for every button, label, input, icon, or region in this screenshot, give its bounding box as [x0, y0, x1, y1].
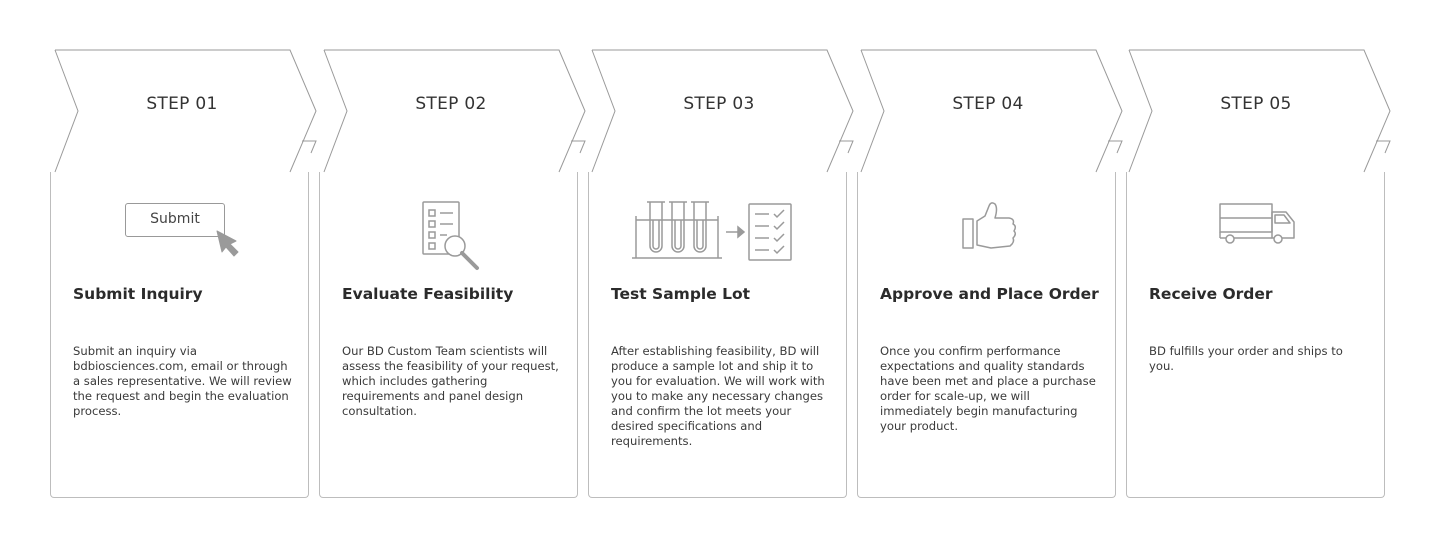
- step-chevron-03: [591, 49, 854, 173]
- step-description-05: BD fulfills your order and ships to you.: [1149, 344, 1343, 373]
- step-chevron-05: [1128, 49, 1391, 173]
- step-description-04: Once you confirm performance expectation…: [880, 344, 1096, 433]
- step-label-05: STEP 05: [1220, 94, 1292, 114]
- step-label-02: STEP 02: [415, 94, 487, 114]
- step-card-02: Evaluate Feasibility Our BD Custom Team …: [319, 172, 578, 498]
- step-chevron-04: [860, 49, 1123, 173]
- step-title-05: Receive Order: [1149, 285, 1273, 303]
- step-card-05: Receive Order BD fulfills your order and…: [1126, 172, 1385, 498]
- checklist-magnifier-icon: [319, 194, 578, 270]
- step-card-03: Test Sample Lot After establishing feasi…: [588, 172, 847, 498]
- step-description-02: Our BD Custom Team scientists will asses…: [342, 344, 559, 418]
- card-border: [319, 172, 578, 498]
- step-title-03: Test Sample Lot: [611, 285, 751, 303]
- submit-button-cursor-icon: Submit: [50, 194, 309, 266]
- delivery-truck-icon: [1126, 194, 1385, 266]
- step-card-04: Approve and Place Order Once you confirm…: [857, 172, 1116, 498]
- card-border: [857, 172, 1116, 498]
- step-label-03: STEP 03: [683, 94, 755, 114]
- step-title-01: Submit Inquiry: [73, 285, 203, 303]
- step-label-04: STEP 04: [952, 94, 1024, 114]
- step-title-02: Evaluate Feasibility: [342, 285, 514, 303]
- step-card-01: Submit Submit Inquiry Submit an inquiry …: [50, 172, 309, 498]
- step-description-01: Submit an inquiry via bdbiosciences.com,…: [73, 344, 292, 418]
- step-description-03: After establishing feasibility, BD will …: [611, 344, 825, 448]
- test-tubes-to-checklist-icon: [588, 194, 847, 266]
- submit-icon-label: Submit: [125, 203, 225, 237]
- step-label-01: STEP 01: [146, 94, 218, 114]
- thumbs-up-icon: [857, 194, 1116, 266]
- step-chevron-01: [54, 49, 317, 173]
- card-border: [588, 172, 847, 498]
- card-border: [1126, 172, 1385, 498]
- step-title-04: Approve and Place Order: [880, 285, 1099, 303]
- step-chevron-02: [323, 49, 586, 173]
- card-border: [50, 172, 309, 498]
